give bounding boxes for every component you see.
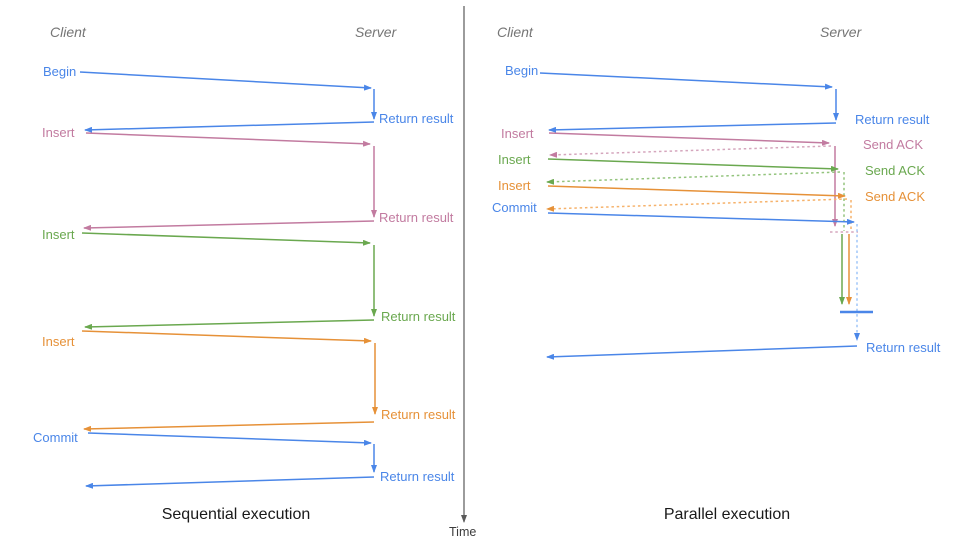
insert2-response bbox=[84, 319, 375, 330]
msg-insert1-label: Insert bbox=[42, 125, 75, 140]
panel-title: Sequential execution bbox=[162, 506, 311, 523]
return-result-label: Return result bbox=[855, 112, 930, 127]
client-header: Client bbox=[50, 24, 87, 40]
insert3-ack bbox=[546, 198, 848, 212]
return-result-label: Return result bbox=[381, 309, 456, 324]
begin-request bbox=[79, 71, 372, 91]
msg-insert1-label: Insert bbox=[501, 126, 534, 141]
msg-begin-label: Begin bbox=[505, 63, 538, 78]
begin-response bbox=[548, 122, 837, 133]
server-header: Server bbox=[820, 24, 863, 40]
send-ack-label: Send ACK bbox=[863, 137, 923, 152]
insert1-request bbox=[548, 132, 830, 146]
send-ack-label: Send ACK bbox=[865, 189, 925, 204]
msg-insert2-label: Insert bbox=[42, 227, 75, 242]
insert3-request bbox=[547, 185, 846, 199]
insert1-request bbox=[85, 132, 371, 147]
msg-insert2-label: Insert bbox=[498, 152, 531, 167]
commit-response bbox=[85, 476, 375, 489]
time-axis-label: Time bbox=[449, 525, 476, 539]
server-header: Server bbox=[355, 24, 398, 40]
commit-response bbox=[546, 345, 858, 360]
msg-commit-label: Commit bbox=[492, 200, 537, 215]
insert2-request bbox=[547, 158, 839, 172]
msg-begin-label: Begin bbox=[43, 64, 76, 79]
return-result-label: Return result bbox=[380, 469, 455, 484]
return-result-label: Return result bbox=[866, 340, 941, 355]
insert1-ack bbox=[549, 145, 832, 158]
commit-request bbox=[547, 212, 855, 225]
panel-title: Parallel execution bbox=[664, 506, 790, 523]
insert3-request bbox=[81, 330, 372, 344]
begin-response bbox=[84, 121, 375, 133]
send-ack-label: Send ACK bbox=[865, 163, 925, 178]
insert3-response bbox=[83, 421, 375, 432]
insert1-response bbox=[83, 220, 375, 231]
msg-insert3-label: Insert bbox=[42, 334, 75, 349]
return-result-label: Return result bbox=[379, 111, 454, 126]
msg-commit-label: Commit bbox=[33, 430, 78, 445]
begin-request bbox=[539, 72, 833, 90]
commit-request bbox=[87, 432, 372, 446]
insert2-request bbox=[81, 232, 371, 246]
return-result-label: Return result bbox=[381, 407, 456, 422]
client-header: Client bbox=[497, 24, 534, 40]
insert2-ack bbox=[546, 171, 841, 185]
return-result-label: Return result bbox=[379, 210, 454, 225]
msg-insert3-label: Insert bbox=[498, 178, 531, 193]
